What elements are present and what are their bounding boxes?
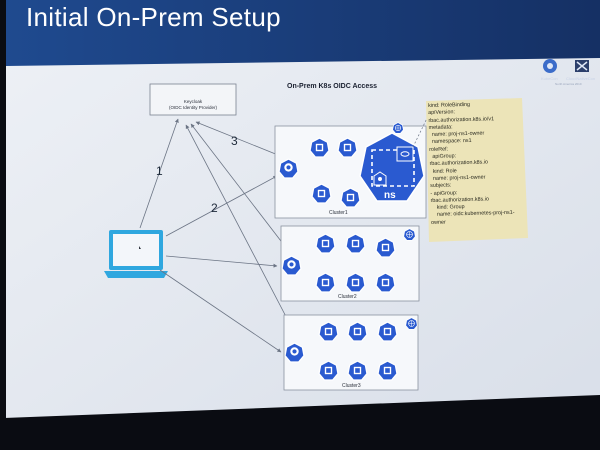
cluster3-node-icon bbox=[318, 321, 339, 342]
yaml-line: apiGroup: bbox=[429, 153, 457, 161]
cluster2-label: Cluster2 bbox=[338, 294, 357, 300]
yaml-line: metadata: bbox=[428, 124, 453, 131]
yaml-line: - apiGroup: bbox=[430, 189, 458, 197]
diagram-title: On-Prem K8s OIDC Access bbox=[287, 83, 377, 90]
cloudnativecon-logo-icon bbox=[575, 60, 589, 72]
cluster1-label: Cluster1 bbox=[329, 210, 348, 216]
step-1-label: 1 bbox=[156, 164, 163, 178]
cluster3-api-icon bbox=[284, 342, 305, 363]
cluster3-control-icon bbox=[405, 317, 418, 330]
keycloak-title: Keycloak bbox=[183, 99, 203, 104]
keycloak-box bbox=[149, 83, 237, 116]
cluster3-node-icon bbox=[377, 360, 398, 381]
rolebinding-note bbox=[426, 98, 528, 242]
conference-subtitle: North America 2019 bbox=[555, 82, 582, 86]
keycloak-subtitle: (OIDC Identity Provider) bbox=[168, 105, 217, 110]
yaml-line: subjects: bbox=[430, 182, 452, 190]
kubecon-label: KubeCon bbox=[541, 76, 558, 81]
cluster1-node-icon bbox=[337, 137, 358, 158]
cloudnativecon-label: CloudNativeCon bbox=[566, 76, 596, 81]
namespace-icon: ns bbox=[359, 132, 425, 202]
yaml-line: kind: RoleBinding bbox=[428, 101, 471, 109]
cluster3-node-icon bbox=[377, 321, 398, 342]
yaml-line: kind: Role bbox=[429, 167, 457, 175]
cluster2-node-icon bbox=[345, 272, 366, 293]
yaml-line: name: proj-ns1-owner bbox=[429, 174, 486, 182]
cluster2-node-icon bbox=[315, 233, 336, 254]
yaml-line: kind: Group bbox=[430, 204, 465, 212]
yaml-line: name: oidc:kubernetes-proj-ns1- bbox=[430, 210, 515, 219]
cluster2-node-icon bbox=[375, 272, 396, 293]
namespace-label: ns bbox=[384, 190, 396, 201]
cluster2-api-icon bbox=[281, 255, 302, 276]
cluster3-label: Cluster3 bbox=[342, 383, 361, 389]
cluster3-node-icon bbox=[347, 360, 368, 381]
cluster1-api-icon bbox=[278, 158, 299, 179]
cluster3-node-icon bbox=[347, 321, 368, 342]
yaml-line: roleRef: bbox=[429, 146, 449, 153]
cluster1-node-icon bbox=[340, 187, 361, 208]
cluster2-node-icon bbox=[315, 272, 336, 293]
cluster1-node-icon bbox=[309, 137, 330, 158]
yaml-line: rbac.authorization.k8s.io bbox=[430, 196, 490, 204]
cluster2-control-icon bbox=[403, 228, 416, 241]
rolebinding-yaml: kind: RoleBinding apiVersion: rbac.autho… bbox=[428, 101, 523, 227]
yaml-line: apiVersion: bbox=[428, 109, 456, 117]
slide-title: Initial On-Prem Setup bbox=[26, 2, 281, 32]
kubecon-logo-icon bbox=[543, 59, 557, 73]
cluster1-control-icon bbox=[392, 122, 404, 134]
cluster1-node-icon bbox=[311, 183, 332, 204]
cluster2-node-icon bbox=[375, 237, 396, 258]
yaml-line: name: proj-ns1-owner bbox=[428, 130, 485, 139]
yaml-line: owner bbox=[431, 219, 446, 226]
cluster3-node-icon bbox=[318, 360, 339, 381]
title-bar bbox=[6, 0, 600, 66]
user-laptop-icon bbox=[104, 230, 168, 278]
step-3-label: 3 bbox=[231, 134, 238, 148]
keycloak-label: Keycloak (OIDC Identity Provider) bbox=[151, 99, 235, 111]
step-2-label: 2 bbox=[211, 201, 218, 215]
yaml-line: rbac.authorization.k8s.io/v1 bbox=[428, 115, 495, 124]
yaml-line: namespace: ns1 bbox=[428, 138, 472, 146]
cluster2-node-icon bbox=[345, 233, 366, 254]
yaml-line: rbac.authorization.k8s.io bbox=[429, 159, 489, 168]
